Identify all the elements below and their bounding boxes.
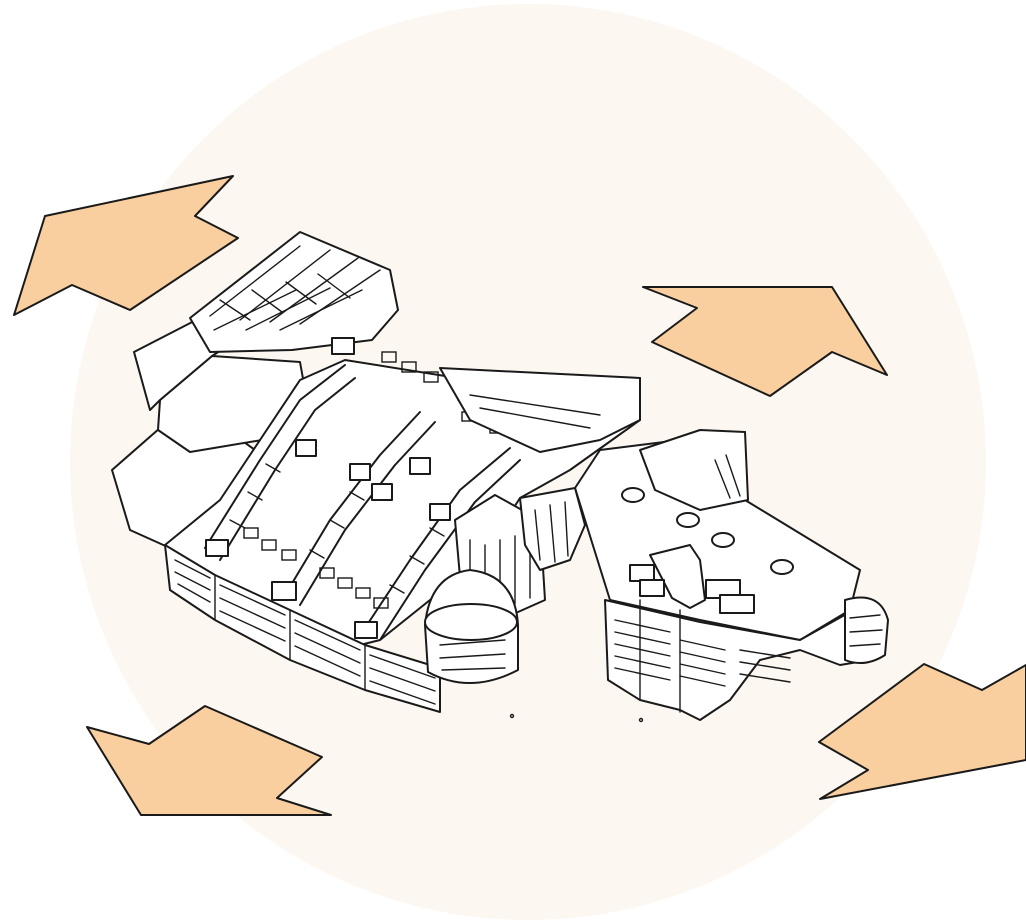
rotunda [425,570,518,683]
